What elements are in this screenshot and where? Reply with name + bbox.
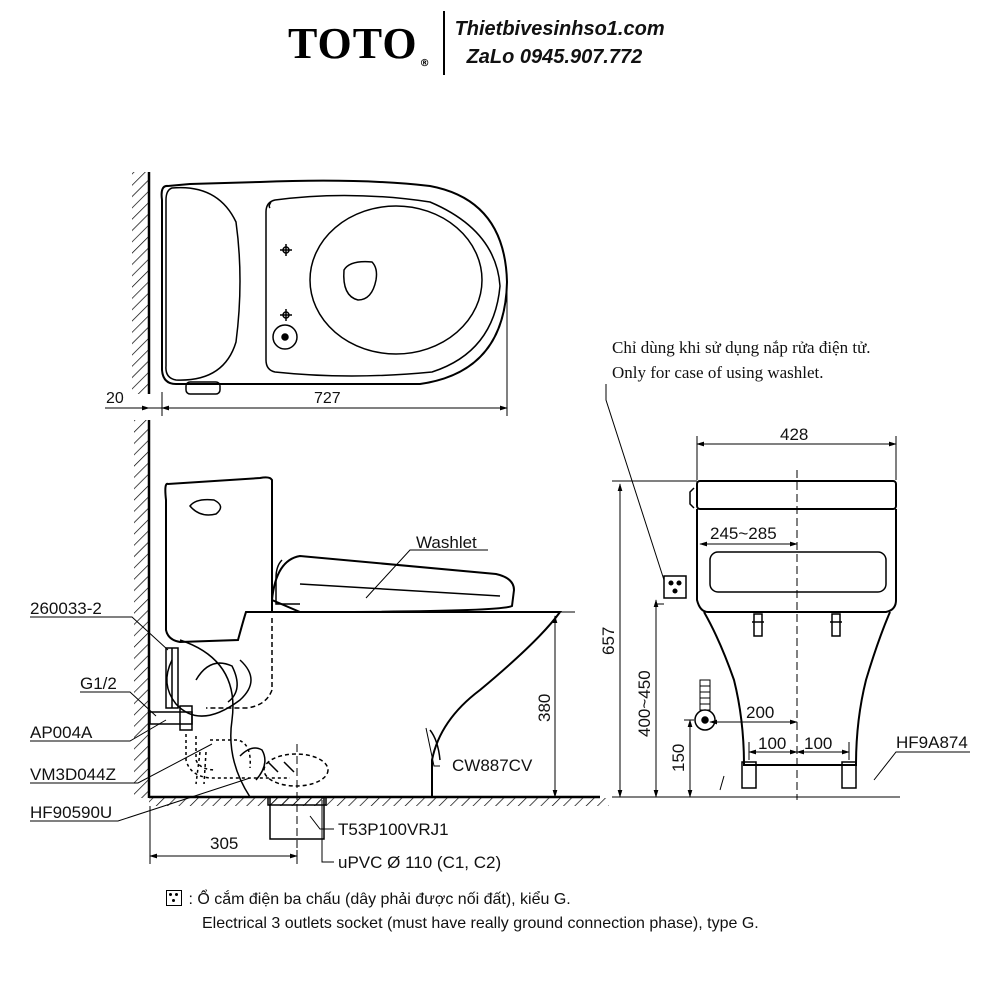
label-fixing: HF90590U [30, 803, 112, 822]
bolt-left [752, 613, 764, 637]
dim-bolt-right: 100 [804, 734, 832, 753]
floor-bolt-left [741, 761, 757, 789]
dim-seat-height: 380 [535, 694, 554, 722]
washlet-top [696, 480, 897, 510]
washlet-seat-side [270, 554, 516, 614]
dim-supply-height: 150 [669, 744, 688, 772]
label-angle-valve: AP004A [30, 723, 93, 742]
leader-washlet [365, 549, 488, 599]
dim-washlet-mount: 245~285 [710, 524, 777, 543]
note-washlet-en: Only for case of using washlet. [612, 363, 824, 382]
dim-wall-offset: 20 [106, 390, 124, 407]
leader-side-bolt [873, 751, 970, 781]
front-seat-cover [709, 551, 887, 593]
seat-hinge [268, 201, 272, 209]
label-bowl: CW887CV [452, 756, 533, 775]
front-upper [696, 509, 897, 613]
leader-drain [309, 815, 334, 830]
leader-valve [30, 719, 167, 742]
website-text: Thietbivesinhso1.com [454, 18, 665, 40]
leader-flange [30, 743, 213, 784]
socket-note-vi: Ổ cắm điện ba chấu (dây phải được nối đấ… [197, 891, 571, 908]
socket-icon [166, 890, 182, 906]
front-view [605, 384, 970, 800]
inlet-circle [272, 324, 298, 350]
socket-legend: : Ổ cắm điện ba chấu (dây phải được nối … [166, 888, 759, 936]
tank-lid [165, 186, 241, 381]
dim-outlet-height: 400~450 [635, 670, 654, 737]
bowl-body [180, 611, 562, 798]
leader-washlet-note [605, 384, 665, 581]
dim-supply-offset: 200 [746, 703, 774, 722]
flush-button [189, 498, 222, 516]
pedestal [703, 611, 891, 766]
dim-total-height: 657 [599, 627, 618, 655]
dealer-info: Thietbivesinhso1.com ZaLo 0945.907.772 [455, 15, 665, 71]
angle-valve-side [149, 711, 193, 725]
rear-valve [185, 381, 221, 395]
leader-hose [30, 616, 169, 651]
washlet-hose [206, 618, 273, 709]
wall-hatch-top [132, 172, 149, 394]
bolt-mark-2 [280, 309, 292, 321]
outlet-joint [239, 747, 266, 781]
wall-hatch-side [134, 420, 149, 798]
label-hose: 260033-2 [30, 599, 102, 618]
registered-mark: ® [419, 57, 431, 69]
bowl-opening [309, 205, 483, 355]
note-washlet-vi: Chỉ dùng khi sử dụng nắp rửa điện tử. [612, 338, 871, 357]
leader-thread [80, 691, 157, 717]
front-hose [699, 679, 711, 711]
label-pipe-spec: uPVC Ø 110 (C1, C2) [338, 853, 501, 872]
socket-box [663, 575, 687, 599]
top-outline [160, 179, 509, 385]
dim-drain-center: 305 [210, 834, 238, 853]
inlet-center [281, 333, 289, 341]
washlet-hinge [275, 559, 300, 605]
dim-width: 428 [780, 425, 808, 444]
floor-hatch [149, 798, 609, 806]
side-view [30, 420, 609, 864]
brand-divider [442, 11, 445, 75]
drain-outlet-dashed [263, 753, 329, 787]
label-thread: G1/2 [80, 674, 117, 693]
leader-bowl [425, 727, 440, 767]
bolt-mark-1 [280, 244, 292, 256]
valve-body [179, 705, 193, 731]
bolt-right [830, 613, 842, 637]
label-flange: VM3D044Z [30, 765, 116, 784]
dim-bolt-left: 100 [758, 734, 786, 753]
bowl-foot [429, 729, 441, 761]
side-knob [689, 487, 695, 509]
dim-total-length: 727 [314, 390, 341, 407]
contact-text: ZaLo 0945.907.772 [466, 46, 643, 68]
seat-outline [265, 194, 501, 377]
trapway-curve [179, 639, 251, 798]
toto-logo: TOTO® [288, 18, 431, 69]
outlet-detail [267, 761, 295, 773]
tank-side [164, 476, 273, 644]
floor-bolt-right [841, 761, 857, 789]
hose-loop [166, 659, 252, 717]
flange-dashed [185, 734, 290, 779]
brand-header: TOTO® Thietbivesinhso1.com ZaLo 0945.907… [288, 8, 665, 78]
hose-loop-2 [195, 662, 238, 703]
outlet-hole [343, 260, 378, 301]
label-washlet: Washlet [416, 533, 477, 552]
top-view [105, 172, 509, 416]
label-drain-pipe: T53P100VRJ1 [338, 820, 449, 839]
leader-pipe [321, 800, 334, 863]
leader-fixing [30, 777, 251, 822]
label-side-bolt: HF9A874 [896, 733, 968, 752]
socket-note-en: Electrical 3 outlets socket (must have r… [202, 915, 759, 932]
